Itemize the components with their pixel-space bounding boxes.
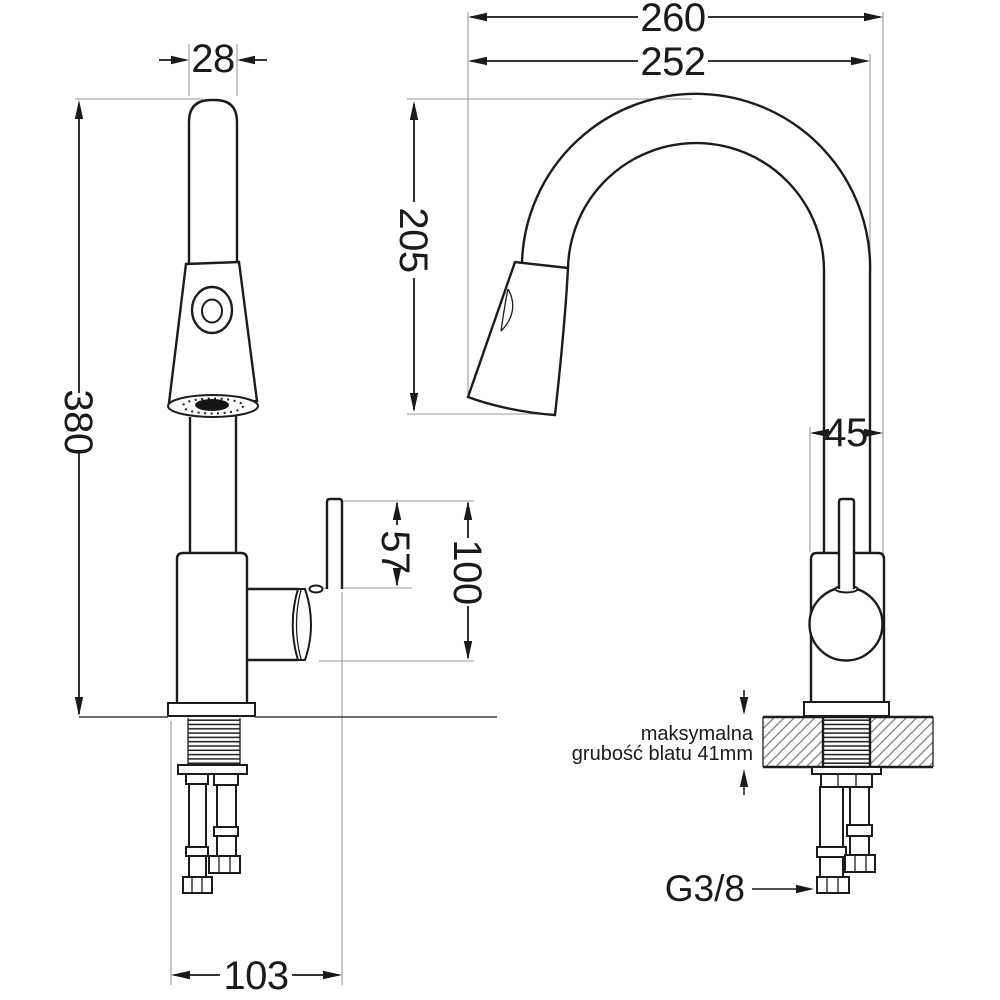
base-flange <box>803 701 890 717</box>
lock-nut <box>177 764 248 775</box>
threaded-shank <box>188 718 240 765</box>
hose-end-nut <box>208 855 241 874</box>
spray-button-outer <box>190 285 234 335</box>
spray-head <box>466 260 570 417</box>
dim-spout-reach-label: 252 <box>640 40 705 84</box>
handle-hub <box>808 586 884 662</box>
hose-end-nut <box>816 876 850 894</box>
spray-button-inner <box>201 298 223 324</box>
counter-note-line1: maksymalna <box>641 723 754 745</box>
dimension-labels: 28 380 57 100 103 205 260 252 45 G3/8 ma… <box>56 0 868 998</box>
washer <box>811 766 882 775</box>
side-view <box>79 98 497 894</box>
dim-spout-diameter-label: 28 <box>191 37 235 81</box>
aerator-outlet <box>195 399 229 411</box>
supply-hose-right <box>208 773 241 874</box>
front-view <box>466 92 934 894</box>
base-flange <box>167 702 256 717</box>
handle-joint <box>291 588 312 661</box>
gooseneck-inner <box>566 141 826 553</box>
dim-overall-reach-label: 260 <box>640 0 705 40</box>
hose-end-nut <box>844 854 876 873</box>
dim-base-depth-label: 103 <box>223 954 288 998</box>
extension-lines <box>75 12 884 985</box>
gooseneck-outer <box>520 92 872 553</box>
thread-size-label: G3/8 <box>665 868 745 909</box>
dim-total-height-label: 380 <box>56 389 100 454</box>
dim-lever-height-label: 57 <box>373 530 417 574</box>
dim-handle-clearance-label: 100 <box>445 539 489 604</box>
handle-lever <box>837 497 856 589</box>
faucet-body <box>175 551 249 703</box>
mounting-nut <box>820 773 873 788</box>
handle-lever <box>325 497 344 589</box>
aerator-dot-ring <box>182 397 244 415</box>
supply-hose-right <box>844 786 876 873</box>
spout-wand-tube <box>187 98 239 264</box>
handle-pivot-cap <box>308 584 324 594</box>
supply-hose-left <box>816 786 850 894</box>
hose-end-nut <box>182 876 213 894</box>
spray-button-side <box>500 288 514 332</box>
pullout-hose-tube <box>188 416 238 553</box>
supply-hose-left <box>182 773 213 894</box>
handle-mount <box>247 587 298 662</box>
dim-spout-height-label: 205 <box>391 207 435 272</box>
dimension-arrows <box>74 12 883 980</box>
counter-note-line2: grubość blatu 41mm <box>572 743 753 765</box>
dim-body-diameter-label: 45 <box>824 411 868 455</box>
